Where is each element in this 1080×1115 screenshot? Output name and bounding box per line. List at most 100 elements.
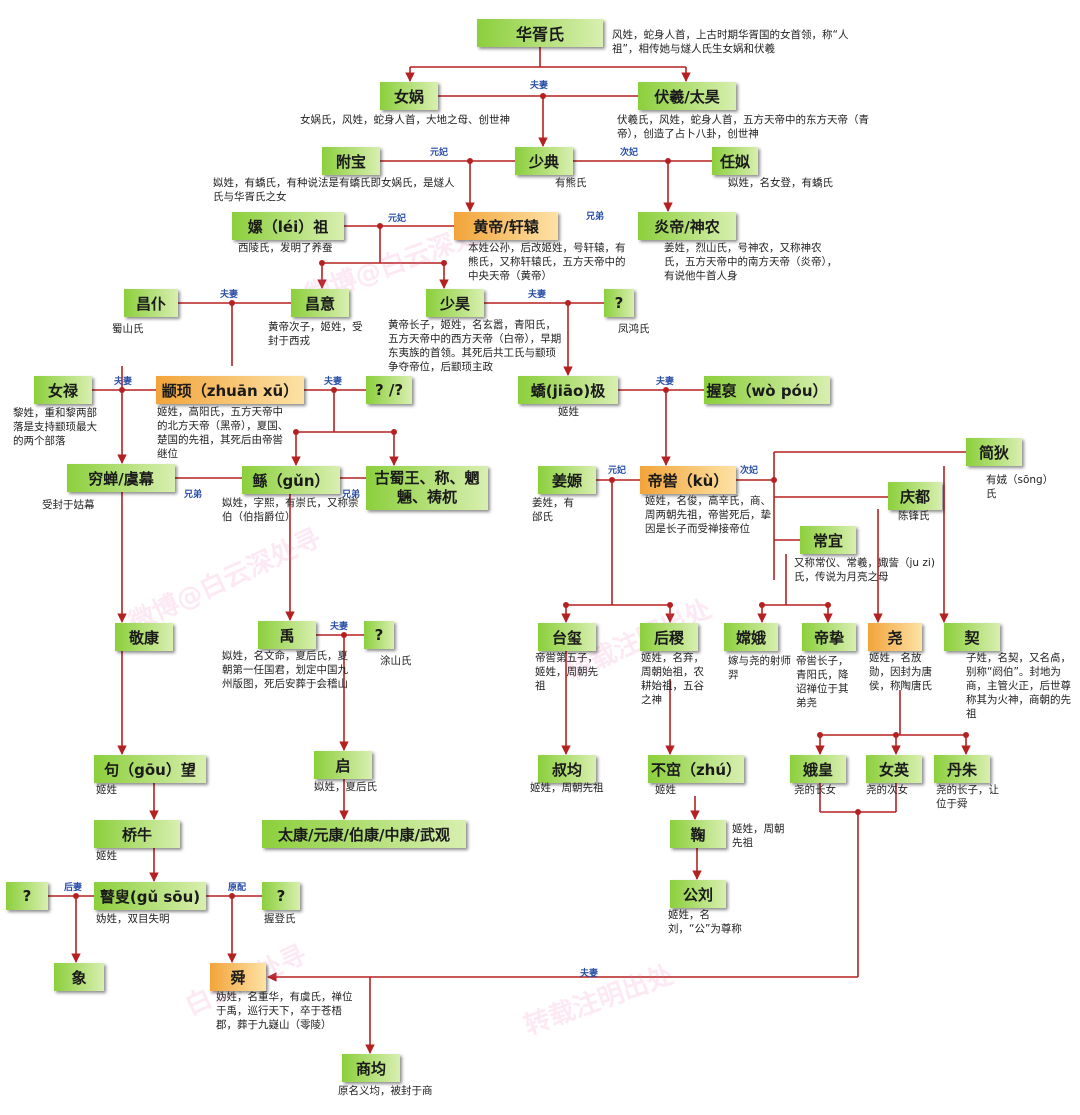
- note-yandi: 姜姓，烈山氏，号神农，又称神农氏，五方天帝中的南方天帝（炎帝），有说他牛首人身: [664, 242, 838, 282]
- node-huaxu: 华胥氏: [477, 19, 603, 47]
- node-yao: 尧: [868, 623, 922, 651]
- note-gusou: 妫姓，双目失明: [96, 913, 170, 925]
- node-gongliu: 公刘: [670, 880, 726, 908]
- connector-dot: [73, 893, 79, 899]
- note-jumang: 姬姓: [96, 784, 117, 796]
- rel-label-yuanfei: 元妃: [608, 466, 627, 476]
- note-qingdu: 陈锋氏: [898, 510, 930, 522]
- node-woyuan: 握裒（wò póu）: [704, 376, 830, 404]
- node-taixi: 台玺: [538, 623, 596, 651]
- node-taikang: 太康/元康/伯康/中康/武观: [262, 820, 466, 848]
- connector-dot: [229, 893, 235, 899]
- connector-dot: [665, 158, 671, 164]
- note-gun: 姒姓，字熙，有崇氏，又称崇伯（伯指爵位）: [222, 497, 359, 523]
- connector-dot: [377, 223, 383, 229]
- connector-dot: [855, 809, 861, 815]
- node-fubao: 附宝: [322, 147, 380, 175]
- node-qiongchan: 穷蝉/虞幕: [67, 464, 175, 492]
- node-xiang: 象: [54, 963, 104, 991]
- note-ju: 姬姓，周朝先祖: [732, 823, 785, 849]
- connector-dot: [825, 602, 831, 608]
- note-taixi: 帝喾第五子，姬姓，周朝先祖: [535, 652, 598, 692]
- note-nvlu: 黎姓，重和黎两部落是支持颛顼最大的两个部落: [13, 407, 97, 447]
- node-jingkang: 敬康: [115, 623, 173, 651]
- node-q5: ?: [262, 882, 300, 910]
- node-q1: ?: [604, 289, 634, 317]
- rel-label-fuqi: 夫妻: [656, 377, 675, 387]
- node-nuwa: 女娲: [380, 82, 438, 110]
- node-shaohao: 少昊: [426, 289, 484, 317]
- note-shangjun: 原名义均，被封于商: [338, 1085, 433, 1097]
- node-dizhi: 帝挚: [802, 623, 856, 651]
- connector-dot: [341, 632, 347, 638]
- node-q2: ? /?: [366, 376, 412, 404]
- node-jumang: 句（gōu）望: [94, 755, 206, 783]
- node-qi: 启: [314, 751, 372, 779]
- note-diku: 姬姓，名俊，高辛氏，商、周两朝先祖，帝喾死后，挚因是长子而受禅接帝位: [645, 495, 771, 535]
- note-xie: 子姓，名契，又名卨，别称“阏伯”。封地为商，主管火正，后世尊称其为火神，商朝的先…: [966, 652, 1071, 720]
- node-xie: 契: [944, 623, 1000, 651]
- connector-dot: [667, 602, 673, 608]
- rel-label-houqi: 后妻: [64, 883, 83, 893]
- note-qiongchan: 受封于姑幕: [42, 499, 95, 511]
- note-changyi2: 又称常仪、常羲，娵訾（ju zi)氏，传说为月亮之母: [794, 557, 935, 583]
- connector-dot: [759, 602, 765, 608]
- node-shujun: 叔均: [538, 755, 596, 783]
- note-nuwa: 女娲氏，风姓，蛇身人首，大地之母、创世神: [300, 114, 510, 126]
- connector-dot: [229, 300, 235, 306]
- rel-label-xiongdi: 兄弟: [184, 490, 203, 500]
- rel-label-fuqi: 夫妻: [330, 622, 349, 632]
- node-qiaoniu: 桥牛: [94, 820, 180, 848]
- node-jiangyuan: 姜嫄: [538, 466, 596, 494]
- node-shangjun: 商均: [342, 1054, 400, 1082]
- note-leizu: 西陵氏，发明了养蚕: [238, 242, 333, 254]
- node-leizu: 嫘（léi）祖: [232, 212, 344, 240]
- connector-dot: [893, 732, 899, 738]
- note-q1: 凤鸿氏: [618, 323, 650, 335]
- rel-label-yuanfei: 元妃: [388, 214, 407, 224]
- note-danzhu: 尧的长子，让位于舜: [936, 784, 999, 810]
- node-danzhu: 丹朱: [934, 755, 990, 783]
- node-yu: 禹: [258, 621, 316, 649]
- connector-dot: [963, 732, 969, 738]
- note-nvying: 尧的次女: [866, 784, 908, 796]
- note-ehuang: 尧的长女: [794, 784, 836, 796]
- node-renyao: 任姒: [712, 147, 758, 175]
- note-yao: 姬姓，名放勋，因封为唐侯，称陶唐氏: [869, 652, 932, 692]
- note-renyao: 姒姓，名女登，有蟜氏: [728, 177, 833, 189]
- connector-dot: [565, 300, 571, 306]
- rel-label-fuqi: 夫妻: [528, 290, 547, 300]
- note-jiaoji: 姬姓: [558, 406, 579, 418]
- connector-dot: [663, 387, 669, 393]
- connector-dot: [441, 260, 447, 266]
- node-diku: 帝喾（kù）: [640, 466, 736, 494]
- connector-dot: [331, 387, 337, 393]
- rel-label-cifei: 次妃: [740, 466, 759, 476]
- connector-dot: [609, 477, 615, 483]
- note-jiandi: 有娀（sōng）氏: [986, 474, 1054, 500]
- node-jiandi: 简狄: [966, 438, 1022, 466]
- node-gushu: 古蜀王、称、魍魎、祷杌: [366, 466, 488, 510]
- connector-dot: [467, 158, 473, 164]
- note-shujun: 姬姓，周朝先祖: [530, 782, 604, 794]
- node-houji: 后稷: [640, 623, 698, 651]
- note-shaodian: 有熊氏: [555, 177, 587, 189]
- rel-label-fuqi: 夫妻: [114, 377, 133, 387]
- connector-dot: [563, 602, 569, 608]
- note-zhuanxu: 姬姓，高阳氏，五方天帝中的北方天帝（黑帝），夏国、楚国的先祖，其死后由帝喾继位: [157, 406, 289, 460]
- note-jiangyuan: 姜姓，有邰氏: [532, 497, 574, 523]
- node-jiaoji: 蟜(jiāo)极: [518, 376, 618, 404]
- node-qingdu: 庆都: [888, 482, 942, 510]
- rel-label-xiongdi: 兄弟: [586, 212, 605, 222]
- note-gongliu: 姬姓，名刘，“公”为尊称: [668, 909, 742, 935]
- node-q3: ?: [364, 621, 394, 649]
- connector-dot: [319, 260, 325, 266]
- note-fubao: 姒姓，有蟜氏，有种说法是有蟜氏即女娲氏，是燧人氏与华胥氏之女: [213, 177, 455, 203]
- node-chang_e: 嫦娥: [724, 623, 778, 651]
- rel-label-yuanpei: 原配: [228, 883, 247, 893]
- node-q4: ?: [6, 882, 48, 910]
- rel-label-cifei: 次妃: [620, 148, 639, 158]
- note-fuxi: 伏羲氏，风姓，蛇身人首，五方天帝中的东方天帝（青帝），创造了占卜八卦，创世神: [617, 114, 869, 140]
- node-shun: 舜: [210, 963, 266, 991]
- node-zhuanxu: 颛顼（zhuān xū）: [156, 376, 304, 404]
